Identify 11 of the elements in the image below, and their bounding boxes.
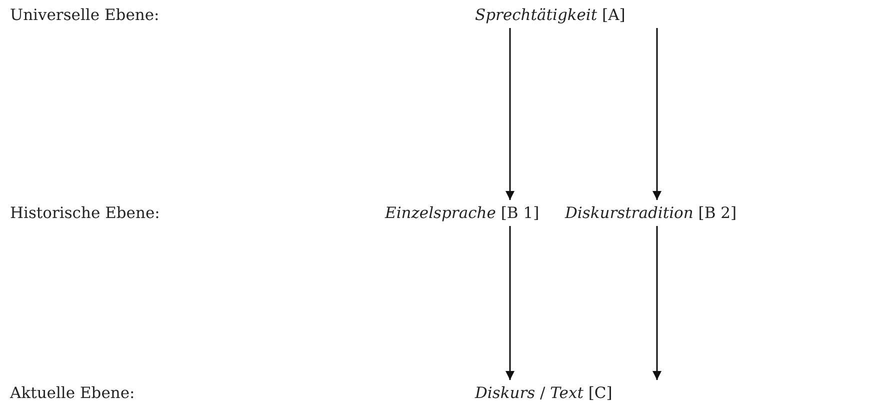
node-label: Diskurstradition [B 2] <box>565 203 737 224</box>
arrow <box>652 28 662 200</box>
node-label: Diskurs / Text [C] <box>475 383 612 404</box>
node-label: Einzelsprache [B 1] <box>385 203 540 224</box>
level-label: Universelle Ebene: <box>10 5 160 26</box>
arrow <box>652 226 662 380</box>
node-label: Sprechtätigkeit [A] <box>475 5 626 26</box>
arrow <box>506 28 514 200</box>
level-label: Aktuelle Ebene: <box>10 383 135 404</box>
level-label: Historische Ebene: <box>10 203 160 224</box>
arrow <box>506 226 514 380</box>
